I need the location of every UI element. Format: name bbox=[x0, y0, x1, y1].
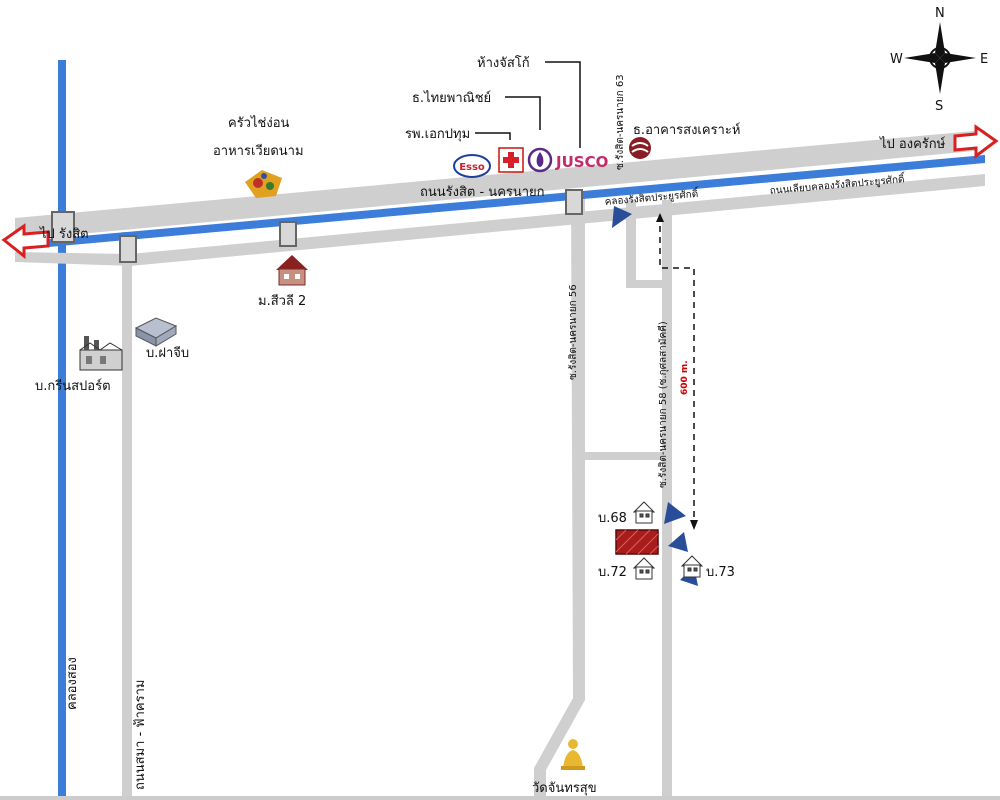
village-house-icon bbox=[276, 255, 308, 286]
soi-58-label: ซ.รังสิต-นครนายก 58 (ซ.กุศลสามัคคี) bbox=[657, 321, 669, 488]
house-72-icon bbox=[632, 557, 656, 580]
frontage-road bbox=[130, 174, 985, 266]
marker-triangle-icon bbox=[612, 206, 632, 228]
soi-58-spur-join bbox=[626, 280, 672, 288]
marker-triangle-icon bbox=[668, 532, 688, 552]
compass-north: N bbox=[935, 6, 945, 21]
bank-scb-icon bbox=[527, 147, 553, 173]
bank-ghb-icon bbox=[629, 137, 651, 159]
compass-west: W bbox=[890, 52, 903, 67]
jusco-logo-icon: JUSCO bbox=[555, 153, 608, 171]
bank-ghb-label: ธ.อาคารสงเคราะห์ bbox=[633, 122, 740, 138]
factory-two-label: บ.กรีนสปอร์ต bbox=[35, 378, 111, 394]
bank-scb-label: ธ.ไทยพาณิชย์ bbox=[412, 90, 491, 106]
location-markers bbox=[612, 206, 698, 586]
soi-63-label: ซ.รังสิต-นครนายก 63 bbox=[615, 74, 626, 170]
factory-building-icon bbox=[134, 317, 178, 347]
west-arrow-icon bbox=[1, 223, 50, 260]
house-73-label: บ.73 bbox=[706, 565, 735, 580]
distance-arrow-up-icon bbox=[656, 213, 664, 222]
house-68-icon bbox=[632, 501, 656, 524]
hospital-label: รพ.เอกปทุม bbox=[405, 127, 470, 142]
rangsit-canal bbox=[15, 155, 985, 250]
canal-two bbox=[58, 60, 66, 800]
target-plot bbox=[615, 529, 659, 555]
house-72-label: บ.72 bbox=[598, 565, 627, 580]
main-road bbox=[15, 130, 985, 240]
frontage-road-west bbox=[15, 252, 130, 266]
main-road-label: ถนนรังสิต - นครนายก bbox=[420, 185, 545, 200]
cross-lane bbox=[585, 452, 665, 460]
west-label: ไป รังสิต bbox=[39, 226, 89, 242]
village-label: ม.สีวลี 2 bbox=[258, 293, 306, 309]
east-arrow-icon bbox=[953, 124, 999, 159]
distance-label: 600 m. bbox=[680, 360, 690, 395]
road-sama-fakram bbox=[122, 232, 132, 800]
soi-56-road bbox=[534, 195, 585, 800]
hospital-cross-icon bbox=[498, 147, 524, 173]
soi-58-spur bbox=[626, 200, 636, 285]
restaurant-food-icon bbox=[245, 170, 282, 198]
compass-south: S bbox=[935, 99, 943, 114]
factory-one-label: บ.ฝาจีบ bbox=[146, 345, 189, 361]
house-73-icon bbox=[680, 555, 704, 578]
soi-56-label: ซ.รังสิต-นครนายก 56 bbox=[568, 284, 579, 380]
leader-lines bbox=[475, 61, 581, 148]
distance-line bbox=[659, 215, 695, 525]
factory-icon bbox=[79, 336, 123, 371]
restaurant-sub-label: อาหารเวียดนาม bbox=[213, 143, 304, 159]
house-68-label: บ.68 bbox=[598, 511, 627, 526]
road-sama-label: ถนนสมา - ฟ้าคราม bbox=[133, 680, 148, 790]
marker-triangle-icon bbox=[664, 502, 686, 524]
compass-east: E bbox=[980, 52, 988, 67]
mall-label: ห้างจัสโก้ bbox=[477, 55, 530, 71]
temple-label: วัดจันทรสุข bbox=[532, 781, 597, 796]
east-label: ไป องครักษ์ bbox=[879, 136, 946, 152]
canal-two-label: คลองสอง bbox=[65, 657, 80, 710]
target-plot-hatch bbox=[615, 529, 659, 555]
bottom-border bbox=[0, 796, 1000, 800]
distance-arrow-down-icon bbox=[690, 520, 698, 530]
restaurant-label: ครัวไช่ง่อน bbox=[228, 115, 289, 131]
svg-text:Esso: Esso bbox=[459, 162, 485, 173]
bridge-icon bbox=[51, 189, 583, 263]
esso-logo-icon: Esso bbox=[453, 154, 491, 178]
soi-58-road bbox=[662, 200, 672, 800]
temple-buddha-icon bbox=[561, 739, 585, 770]
compass-icon bbox=[904, 22, 976, 94]
